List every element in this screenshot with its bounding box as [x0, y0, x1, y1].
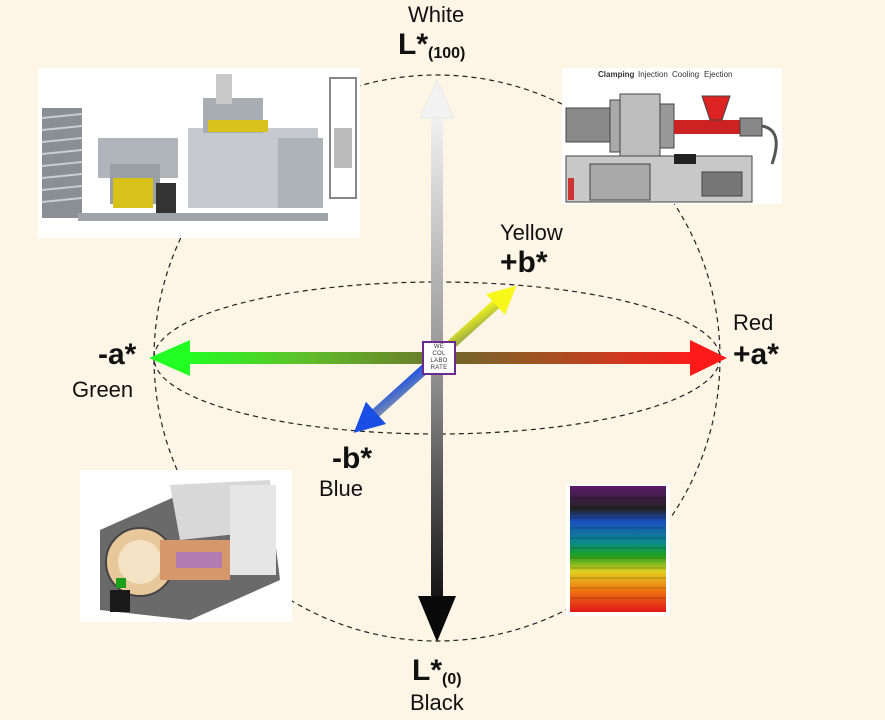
red-label: Red: [733, 310, 774, 335]
white-label: White: [408, 2, 465, 27]
black-arrowhead: [418, 596, 456, 642]
green-axis-label: -a*: [98, 338, 137, 371]
white-axis-value: (100): [428, 45, 466, 62]
extrusion-line-photo: [38, 68, 360, 238]
step-ejection: Ejection: [704, 70, 732, 79]
green-arrowhead: [149, 340, 190, 376]
green-label: Green: [72, 377, 134, 402]
red-arrowhead: [690, 340, 727, 376]
red-axis-label: +a*: [733, 338, 779, 371]
red-axis-shaft: [440, 352, 698, 364]
logo-line-4: RATE: [430, 365, 448, 371]
yellow-axis-label: +b*: [500, 246, 548, 279]
blue-axis-label: -b*: [332, 442, 372, 475]
black-axis-value: (0): [442, 671, 462, 688]
yellow-axis-shaft: [441, 299, 501, 354]
white-axis-label: L*(100): [398, 30, 465, 62]
logo-line-1: WE: [433, 344, 445, 350]
green-axis-shaft: [184, 352, 424, 364]
logo-line-2: COL: [432, 351, 446, 357]
center-logo: WE COL LABO RATE: [422, 341, 456, 375]
blue-label: Blue: [319, 476, 364, 501]
colorimeter-cutaway-photo: [80, 470, 292, 622]
step-cooling: Cooling: [672, 70, 699, 79]
white-arrowhead: [419, 79, 455, 119]
black-label: Black: [410, 690, 464, 715]
color-chip-stack-photo: [566, 484, 670, 616]
logo-line-3: LABO: [430, 358, 448, 364]
yellow-arrowhead: [486, 285, 517, 315]
yellow-label: Yellow: [500, 220, 563, 245]
step-injection: Injection: [638, 70, 668, 79]
white-axis-letter: L*: [398, 28, 428, 61]
step-clamping: Clamping: [598, 70, 635, 79]
blue-axis-shaft: [371, 362, 432, 418]
blue-arrowhead: [353, 401, 387, 433]
black-axis-letter: L*: [412, 654, 442, 687]
black-axis-label: L*(0): [412, 656, 462, 688]
injection-molding-diagram: Clamping Injection Cooling Ejection: [562, 68, 782, 204]
